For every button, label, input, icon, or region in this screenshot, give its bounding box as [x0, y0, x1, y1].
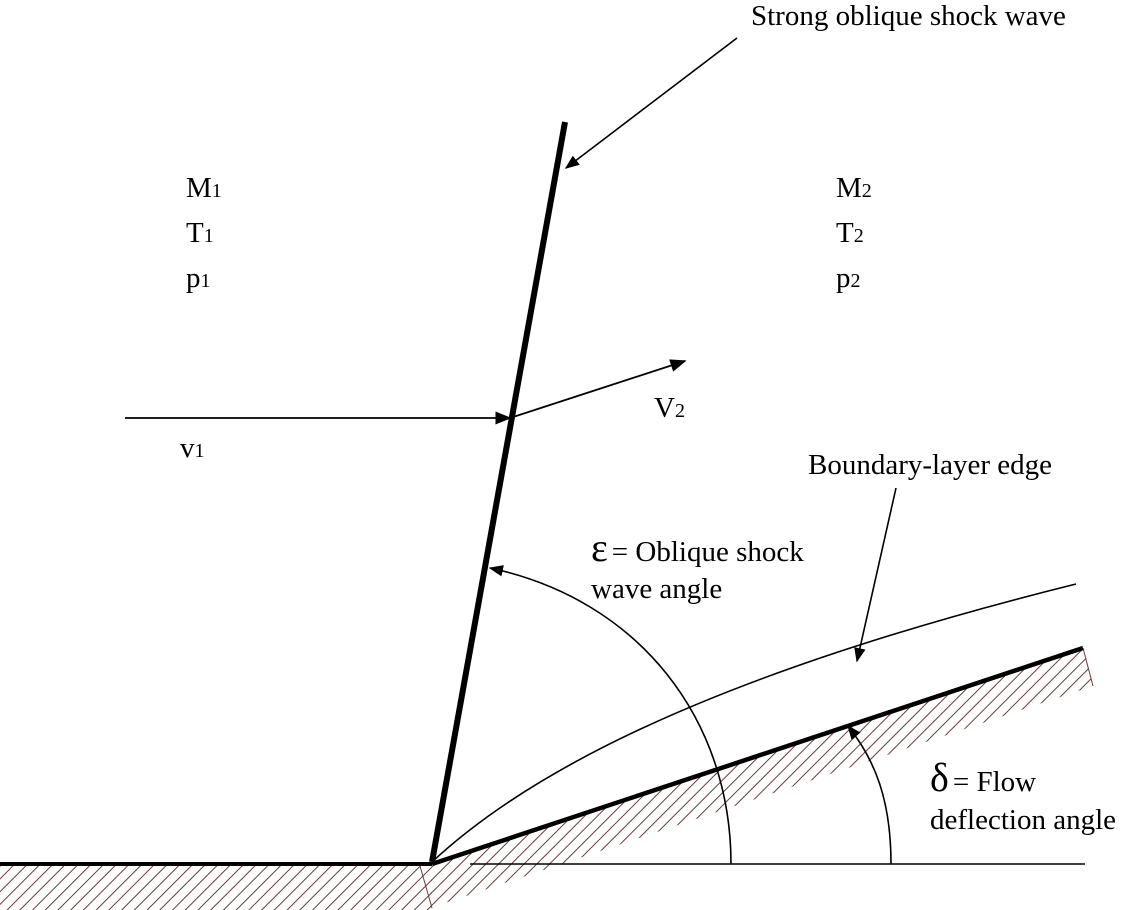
upstream-pressure-symbol: p — [186, 262, 201, 294]
delta-label-line1: δ = Flow — [930, 758, 1036, 798]
epsilon-label-line1: ε = Oblique shock — [591, 528, 804, 568]
upstream-mach-label: M1 — [186, 174, 222, 203]
deflection-angle-arc — [847, 724, 892, 865]
upstream-temperature-label: T1 — [186, 219, 214, 248]
shock-angle-arc — [488, 565, 732, 865]
downstream-temperature-subscript: 2 — [853, 225, 864, 247]
upstream-temperature-subscript: 1 — [203, 225, 214, 247]
upstream-mach-subscript: 1 — [211, 180, 222, 202]
delta-text-line1: = Flow — [952, 766, 1037, 798]
v2-subscript: 2 — [674, 400, 685, 422]
downstream-pressure-subscript: 2 — [850, 270, 861, 292]
upstream-pressure-label: p1 — [186, 264, 211, 293]
v2-symbol: V — [654, 392, 675, 424]
v1-subscript: 1 — [194, 440, 205, 462]
v1-symbol: v — [180, 432, 195, 464]
epsilon-text-line2: wave angle — [591, 573, 723, 605]
shock-pointer-arrow — [564, 37, 738, 169]
oblique-shock-line — [429, 121, 568, 863]
v1-label: v1 — [180, 434, 205, 463]
downstream-mach-symbol: M — [836, 172, 862, 204]
wedge-hatch — [430, 648, 1093, 908]
v2-velocity-arrow — [509, 359, 687, 419]
wedge-corner-edge — [419, 865, 433, 909]
downstream-mach-label: M2 — [836, 174, 872, 203]
epsilon-text-line1: = Oblique shock — [611, 536, 804, 568]
boundary-layer-pointer-arrow — [854, 487, 897, 663]
upstream-pressure-subscript: 1 — [200, 270, 211, 292]
upstream-mach-symbol: M — [186, 172, 212, 204]
downstream-mach-subscript: 2 — [861, 180, 872, 202]
upstream-temperature-symbol: T — [186, 217, 204, 249]
wedge-surface — [431, 645, 1084, 867]
flat-wall-hatch — [0, 864, 432, 910]
shock-title: Strong oblique shock wave — [751, 0, 1066, 32]
downstream-pressure-symbol: p — [836, 262, 851, 294]
delta-symbol: δ — [930, 755, 949, 800]
downstream-pressure-label: p2 — [836, 264, 861, 293]
v2-label: V2 — [654, 394, 685, 423]
epsilon-symbol: ε — [591, 525, 608, 570]
boundary-layer-edge-curve — [431, 583, 1077, 863]
downstream-temperature-label: T2 — [836, 219, 864, 248]
downstream-temperature-symbol: T — [836, 217, 854, 249]
wedge-end-edge — [1082, 647, 1094, 687]
delta-text-line2: deflection angle — [930, 804, 1116, 836]
boundary-layer-label: Boundary-layer edge — [808, 449, 1052, 481]
